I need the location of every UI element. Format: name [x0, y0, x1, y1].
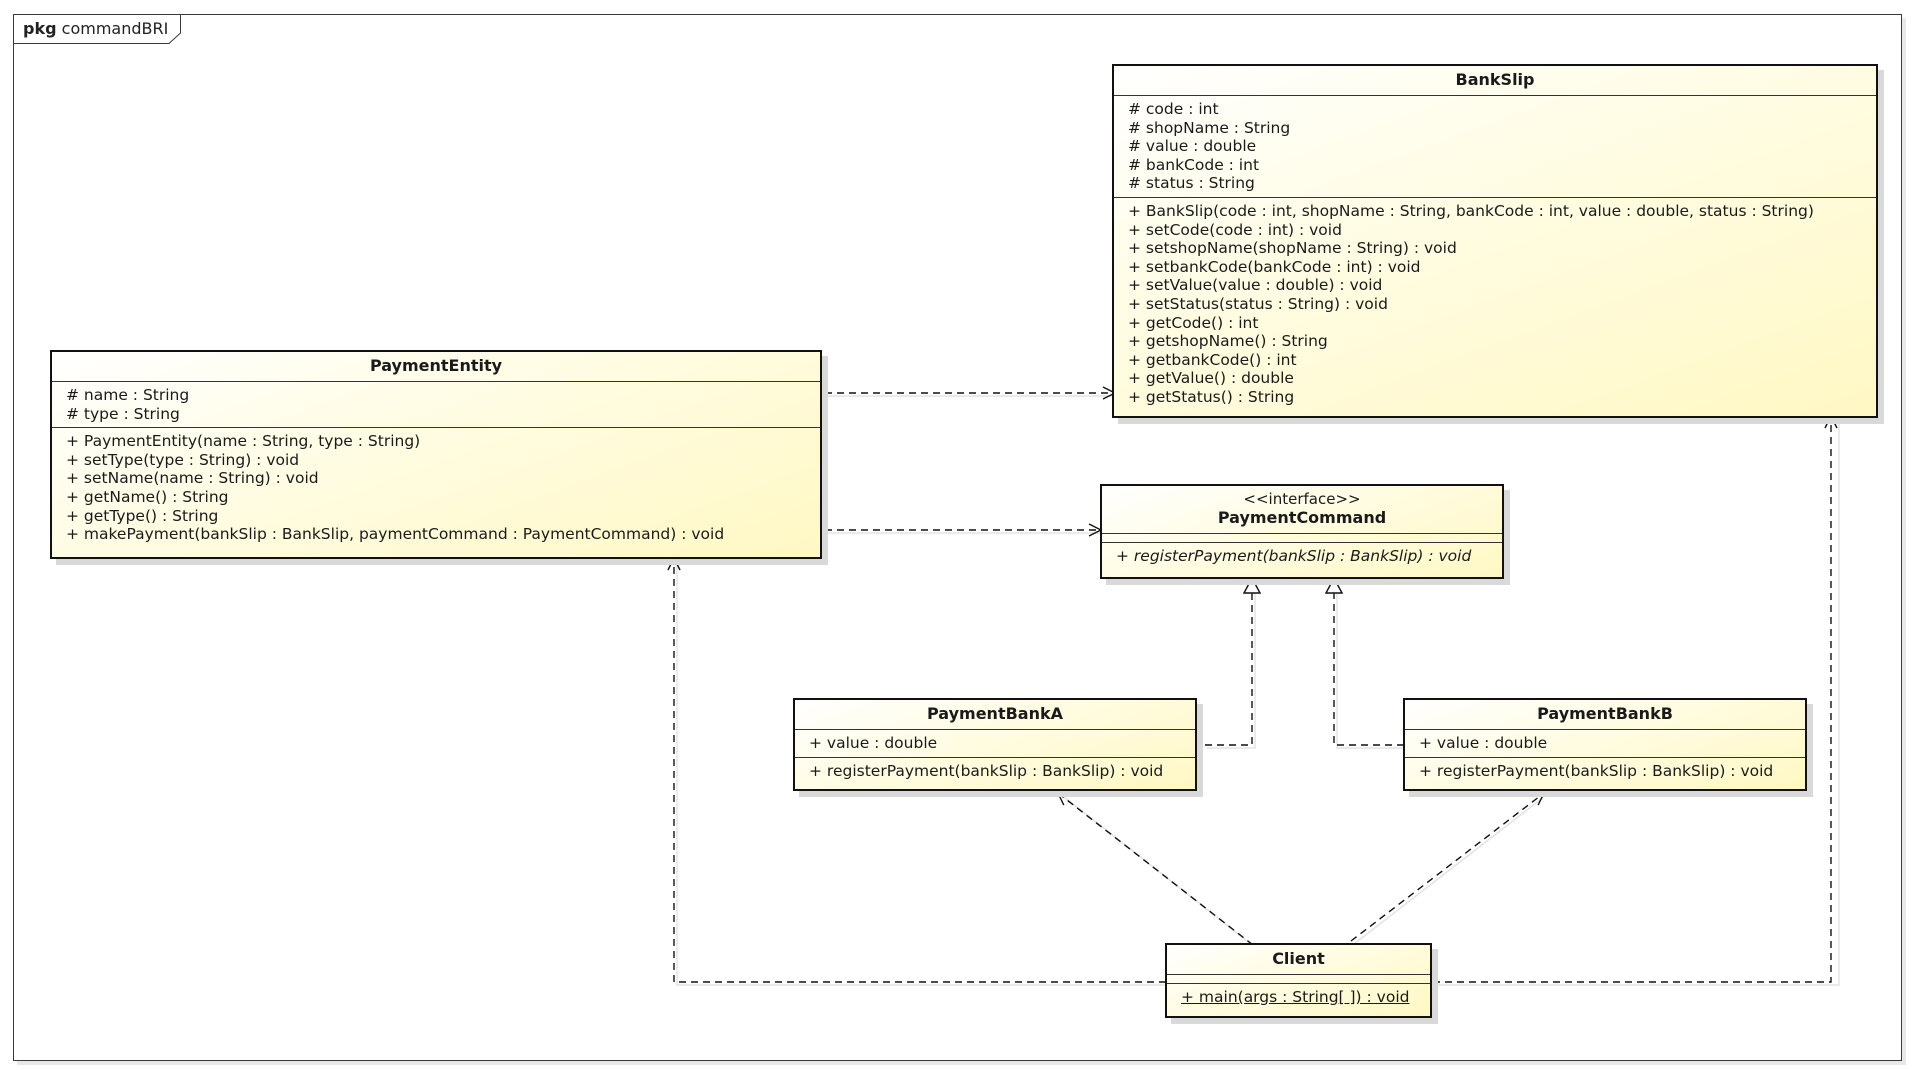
attributes-section [1167, 975, 1430, 984]
operation: + getbankCode() : int [1128, 350, 1297, 369]
attribute: # status : String [1128, 174, 1255, 193]
class-name: BankSlip [1455, 70, 1535, 89]
attribute: # type : String [66, 404, 180, 423]
class-name: PaymentCommand [1217, 508, 1387, 527]
class-name: PaymentEntity [369, 356, 503, 375]
attribute: + value : double [1419, 734, 1548, 752]
package-tab [13, 14, 181, 44]
interface-paymentcommand[interactable]: <<interface>> PaymentCommand + registerP… [1100, 484, 1504, 579]
attributes-section: + value : double [795, 730, 1195, 758]
class-name: PaymentBankB [1537, 704, 1673, 723]
operation: + setType(type : String) : void [66, 450, 300, 469]
operation: + setshopName(shopName : String) : void [1128, 239, 1457, 258]
attributes-section [1102, 534, 1502, 543]
package-name: commandBRI [61, 19, 169, 38]
real-paymentbanka-paymentcommand [1205, 578, 1252, 746]
attribute: # bankCode : int [1128, 155, 1260, 174]
real-paymentbankb-paymentcommand [1334, 578, 1404, 746]
class-header: <<interface>> PaymentCommand [1102, 486, 1502, 534]
class-paymentbankb[interactable]: PaymentBankB + value : double + register… [1403, 698, 1807, 791]
class-client[interactable]: Client + main(args : String[ ]) : void [1165, 943, 1432, 1018]
dep-client-bankslip [1433, 416, 1831, 983]
class-name: Client [1272, 949, 1325, 968]
stereotype-label: <<interface>> [1243, 490, 1361, 508]
operation: + registerPayment(bankSlip : BankSlip) :… [1116, 547, 1472, 565]
operation: + setbankCode(bankCode : int) : void [1128, 257, 1421, 276]
package-keyword: pkg [23, 19, 57, 38]
attribute: # code : int [1128, 100, 1219, 118]
operation: + getshopName() : String [1128, 332, 1328, 351]
operations-section: + registerPayment(bankSlip : BankSlip) :… [1102, 543, 1502, 570]
attribute: # name : String [66, 386, 190, 404]
operation: + main(args : String[ ]) : void [1181, 988, 1410, 1006]
operation: + getValue() : double [1128, 369, 1294, 388]
operation: + getType() : String [66, 506, 219, 525]
class-bankslip[interactable]: BankSlip # code : int # shopName : Strin… [1112, 64, 1878, 418]
class-paymententity[interactable]: PaymentEntity # name : String # type : S… [50, 350, 822, 559]
dep-client-paymentbanka [1058, 793, 1254, 946]
class-header: PaymentBankB [1405, 700, 1805, 730]
package-label: pkg commandBRI [13, 14, 178, 44]
operation: + setStatus(status : String) : void [1128, 294, 1388, 313]
operation: + BankSlip(code : int, shopName : String… [1128, 201, 1814, 220]
attribute: # shopName : String [1128, 118, 1291, 137]
class-header: PaymentBankA [795, 700, 1195, 730]
operation: + registerPayment(bankSlip : BankSlip) :… [1419, 761, 1774, 780]
attribute: + value : double [809, 734, 938, 752]
operation: + registerPayment(bankSlip : BankSlip) :… [809, 761, 1164, 780]
attribute: # value : double [1128, 137, 1257, 156]
operations-section: + registerPayment(bankSlip : BankSlip) :… [795, 758, 1195, 785]
operations-section: + main(args : String[ ]) : void [1167, 984, 1430, 1011]
operation: + getCode() : int [1128, 313, 1259, 332]
operation: + setName(name : String) : void [66, 469, 319, 488]
dep-client-paymentbankb [1350, 793, 1544, 942]
attributes-section: # name : String # type : String [52, 382, 820, 429]
class-header: Client [1167, 945, 1430, 975]
attributes-section: + value : double [1405, 730, 1805, 758]
class-paymentbanka[interactable]: PaymentBankA + value : double + register… [793, 698, 1197, 791]
operation: + setValue(value : double) : void [1128, 276, 1383, 295]
operation: + PaymentEntity(name : String, type : St… [66, 432, 421, 451]
operations-section: + BankSlip(code : int, shopName : String… [1114, 198, 1876, 411]
class-header: BankSlip [1114, 66, 1876, 96]
operation: + makePayment(bankSlip : BankSlip, payme… [66, 525, 725, 544]
operation: + setCode(code : int) : void [1128, 220, 1342, 239]
class-header: PaymentEntity [52, 352, 820, 382]
operation: + getStatus() : String [1128, 387, 1295, 406]
class-name: PaymentBankA [927, 704, 1063, 723]
dep-client-paymententity [674, 558, 1166, 983]
operations-section: + PaymentEntity(name : String, type : St… [52, 428, 820, 548]
operations-section: + registerPayment(bankSlip : BankSlip) :… [1405, 758, 1805, 785]
attributes-section: # code : int # shopName : String # value… [1114, 96, 1876, 198]
operation: + getName() : String [66, 487, 229, 506]
